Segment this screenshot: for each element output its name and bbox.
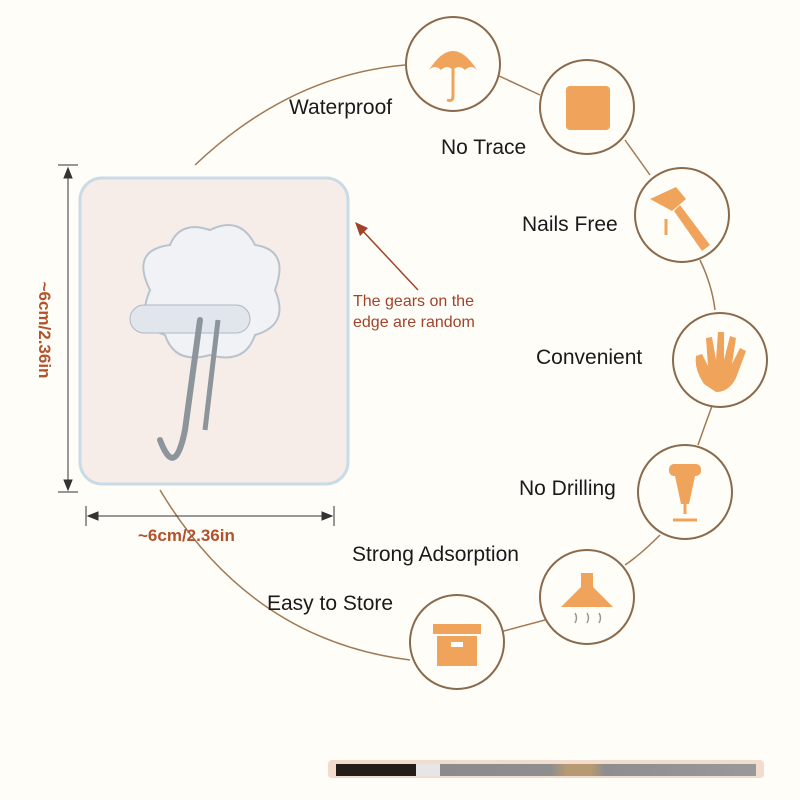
square-pad-icon [539,59,635,155]
box-icon [409,594,505,690]
drill-icon [637,444,733,540]
adhesive-hook-image [78,176,350,486]
hammer-icon [634,167,730,263]
gears-note: The gears on the edge are random [353,291,475,333]
feature-label-nails-free: Nails Free [522,213,618,236]
suction-icon [539,549,635,645]
height-dimension: ~6cm/2.36in [35,281,54,379]
feature-label-easy-to-store: Easy to Store [267,592,394,615]
feature-label-no-drilling: No Drilling [519,477,616,500]
color-strip [328,760,764,778]
feature-label-no-trace: No Trace [441,136,527,159]
feature-label-convenient: Convenient [536,346,643,369]
note-line-1: The gears on the [353,293,474,310]
width-dimension: ~6cm/2.36in [138,526,235,545]
hand-icon [672,312,768,408]
umbrella-icon [405,16,501,112]
note-line-2: edge are random [353,314,475,331]
feature-label-strong-adsorption: Strong Adsorption [352,543,519,566]
feature-label-waterproof: Waterproof [289,96,393,119]
